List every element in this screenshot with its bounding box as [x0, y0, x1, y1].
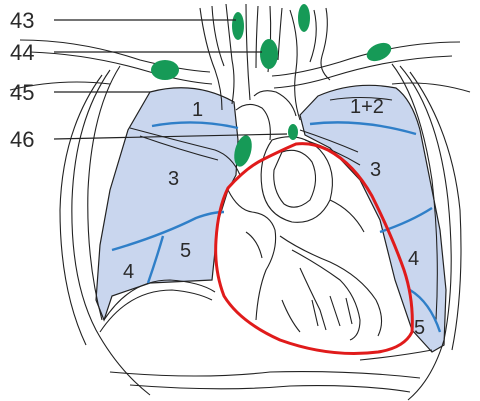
- lymph-node-43a: [232, 12, 244, 40]
- callout-numbers: 43 44 45 46: [10, 8, 34, 152]
- segment-label-left-5: 5: [414, 317, 425, 339]
- callout-46: 46: [10, 127, 34, 152]
- segment-label-right-1: 1: [192, 99, 203, 121]
- callout-43: 43: [10, 8, 34, 33]
- callout-45: 45: [10, 80, 34, 105]
- lymph-node-44: [260, 39, 278, 69]
- segment-label-left-4: 4: [408, 248, 419, 270]
- lymph-node-44b: [364, 39, 394, 64]
- callout-44: 44: [10, 40, 34, 65]
- segment-label-right-3: 3: [168, 168, 179, 190]
- segment-label-right-4: 4: [123, 261, 134, 283]
- lymph-node-46a: [288, 124, 298, 140]
- lymph-node-45: [151, 60, 179, 80]
- segment-label-left-1-2: 1+2: [350, 96, 384, 118]
- segment-label-left-3: 3: [370, 159, 381, 181]
- lymph-node-43b: [298, 4, 310, 32]
- segment-label-right-5: 5: [180, 240, 191, 262]
